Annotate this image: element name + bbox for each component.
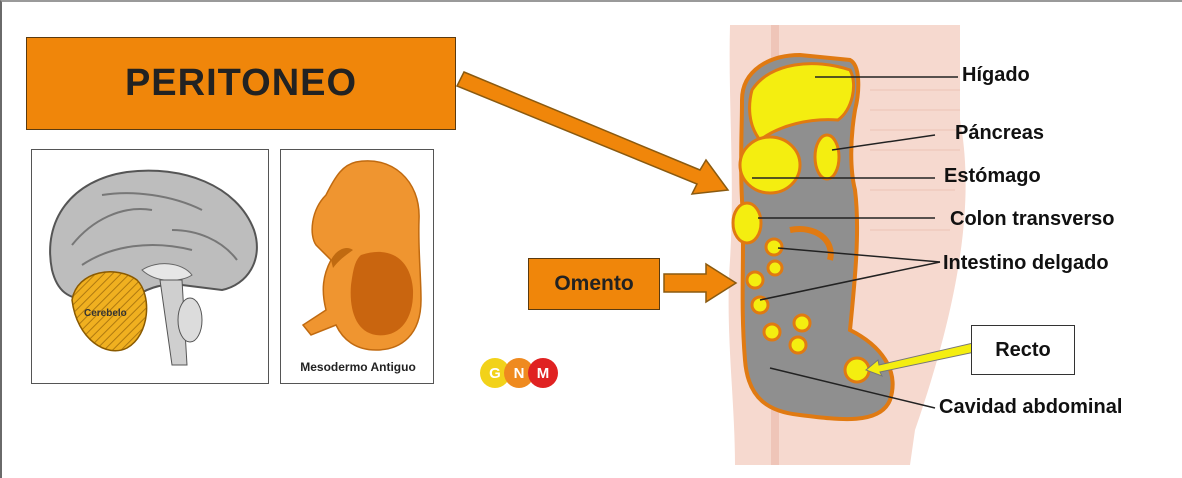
label-colon: Colon transverso xyxy=(950,208,1114,231)
recto-box: Recto xyxy=(971,325,1075,375)
omento-arrow xyxy=(664,264,736,302)
label-cavidad: Cavidad abdominal xyxy=(939,396,1122,419)
colon-organ xyxy=(733,203,761,243)
label-pancreas: Páncreas xyxy=(955,122,1044,145)
omento-box: Omento xyxy=(528,258,660,310)
label-estomago: Estómago xyxy=(944,165,1041,188)
pancreas-organ xyxy=(815,135,839,179)
peritoneo-arrow xyxy=(457,72,728,194)
label-intestino: Intestino delgado xyxy=(943,252,1109,275)
stomach-organ xyxy=(740,137,800,193)
label-higado: Hígado xyxy=(962,64,1030,87)
